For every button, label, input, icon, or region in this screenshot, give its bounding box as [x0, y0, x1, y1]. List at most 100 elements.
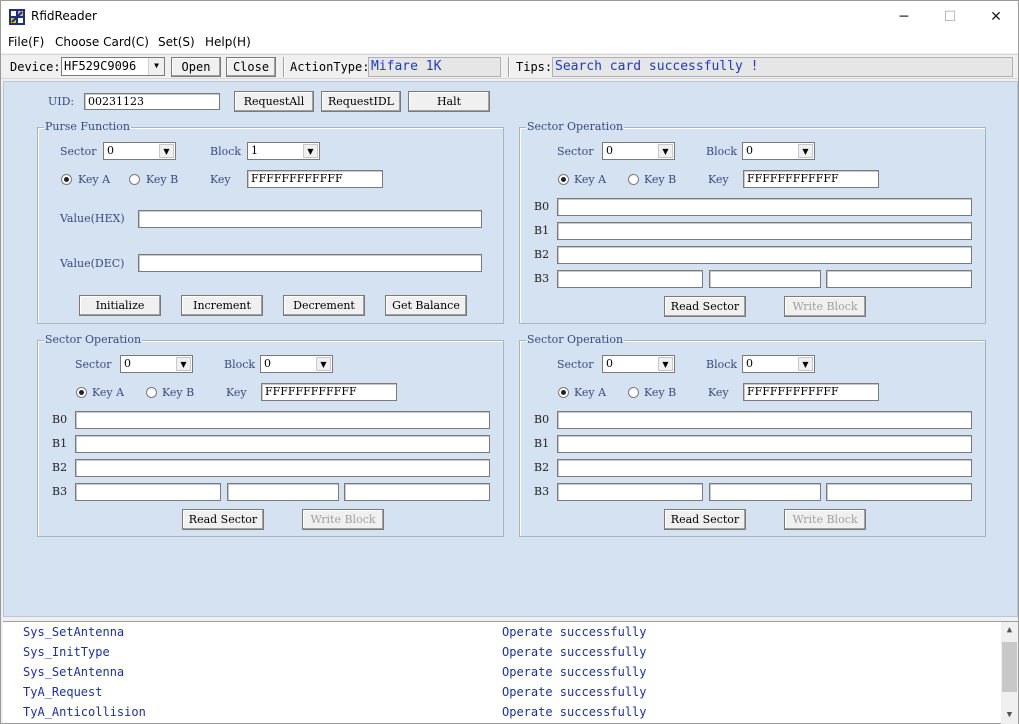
- b3-keyb-input[interactable]: [826, 483, 972, 501]
- log-status: Operate successfully: [502, 625, 647, 639]
- menu-set[interactable]: Set(S): [158, 35, 195, 49]
- block-select[interactable]: 0 ▼: [260, 355, 333, 373]
- value-hex-label: Value(HEX): [60, 212, 125, 225]
- request-idl-button[interactable]: RequestIDL: [321, 91, 401, 112]
- purse-key-label: Key: [210, 173, 231, 186]
- close-window-button[interactable]: ✕: [973, 1, 1019, 33]
- scroll-thumb[interactable]: [1002, 642, 1017, 692]
- log-scrollbar[interactable]: ▲ ▼: [1001, 622, 1018, 724]
- b3-access-input[interactable]: [227, 483, 339, 501]
- write-block-button[interactable]: Write Block: [784, 296, 866, 317]
- action-type-value: Mifare 1K: [368, 57, 501, 77]
- block-select[interactable]: 0 ▼: [742, 142, 815, 160]
- sector-value: 0: [124, 357, 131, 370]
- halt-button[interactable]: Halt: [408, 91, 490, 112]
- purse-key-a-label: Key A: [78, 173, 110, 186]
- sector-operation-group-2: Sector Operation Sector 0 ▼ Block 0 ▼ Ke…: [37, 340, 504, 537]
- purse-key-b-radio[interactable]: [129, 174, 140, 185]
- purse-sector-value: 0: [107, 144, 114, 157]
- log-function: Sys_InitType: [23, 645, 110, 659]
- key-input[interactable]: FFFFFFFFFFFF: [261, 383, 397, 401]
- block-value: 0: [746, 357, 753, 370]
- b3-access-input[interactable]: [709, 270, 821, 288]
- b2-input[interactable]: [75, 459, 490, 477]
- value-dec-input[interactable]: [138, 254, 482, 272]
- b0-input[interactable]: [557, 198, 972, 216]
- b0-label: B0: [534, 200, 549, 213]
- key-a-radio[interactable]: [558, 387, 569, 398]
- decrement-button[interactable]: Decrement: [283, 295, 365, 316]
- purse-block-select[interactable]: 1 ▼: [247, 142, 320, 160]
- key-label: Key: [708, 173, 729, 186]
- sector-label: Sector: [557, 145, 594, 158]
- b3-keyb-input[interactable]: [344, 483, 490, 501]
- b2-label: B2: [52, 461, 67, 474]
- sector-operation-title: Sector Operation: [44, 333, 142, 346]
- b1-input[interactable]: [557, 222, 972, 240]
- initialize-button[interactable]: Initialize: [79, 295, 161, 316]
- key-b-radio[interactable]: [146, 387, 157, 398]
- increment-button[interactable]: Increment: [181, 295, 263, 316]
- log-row[interactable]: Sys_InitType Operate successfully: [3, 642, 998, 662]
- close-button[interactable]: Close: [226, 57, 276, 77]
- purse-sector-select[interactable]: 0 ▼: [103, 142, 176, 160]
- write-block-button[interactable]: Write Block: [784, 509, 866, 530]
- menu-choose-card[interactable]: Choose Card(C): [55, 35, 149, 49]
- key-label: Key: [708, 386, 729, 399]
- device-select[interactable]: HF529C9096 ▼: [61, 57, 165, 76]
- purse-key-a-radio[interactable]: [61, 174, 72, 185]
- key-a-radio[interactable]: [76, 387, 87, 398]
- log-row[interactable]: Sys_SetAntenna Operate successfully: [3, 622, 998, 642]
- purse-sector-label: Sector: [60, 145, 97, 158]
- scroll-down-icon[interactable]: ▼: [1001, 707, 1018, 724]
- scroll-up-icon[interactable]: ▲: [1001, 622, 1018, 639]
- write-block-button[interactable]: Write Block: [302, 509, 384, 530]
- menu-help[interactable]: Help(H): [205, 35, 251, 49]
- key-b-label: Key B: [644, 173, 676, 186]
- get-balance-button[interactable]: Get Balance: [385, 295, 467, 316]
- log-function: TyA_Anticollision: [23, 705, 146, 719]
- purse-function-title: Purse Function: [44, 120, 131, 133]
- menu-file[interactable]: File(F): [8, 35, 44, 49]
- log-row[interactable]: Sys_SetAntenna Operate successfully: [3, 662, 998, 682]
- block-value: 0: [746, 144, 753, 157]
- dropdown-arrow-icon: ▼: [148, 58, 164, 75]
- minimize-button[interactable]: ─: [881, 1, 927, 33]
- read-sector-button[interactable]: Read Sector: [182, 509, 264, 530]
- b3-keya-input[interactable]: [557, 483, 703, 501]
- value-hex-input[interactable]: [138, 210, 482, 228]
- key-a-label: Key A: [574, 386, 606, 399]
- read-sector-button[interactable]: Read Sector: [664, 296, 746, 317]
- purse-key-b-label: Key B: [146, 173, 178, 186]
- log-status: Operate successfully: [502, 645, 647, 659]
- b1-label: B1: [52, 437, 67, 450]
- b2-input[interactable]: [557, 246, 972, 264]
- purse-key-input[interactable]: FFFFFFFFFFFF: [247, 170, 383, 188]
- sector-select[interactable]: 0 ▼: [602, 355, 675, 373]
- key-a-radio[interactable]: [558, 174, 569, 185]
- b0-input[interactable]: [557, 411, 972, 429]
- b2-input[interactable]: [557, 459, 972, 477]
- log-row[interactable]: TyA_Anticollision Operate successfully: [3, 702, 998, 722]
- b1-input[interactable]: [75, 435, 490, 453]
- uid-input[interactable]: 00231123: [84, 93, 220, 110]
- key-b-radio[interactable]: [628, 387, 639, 398]
- b3-keya-input[interactable]: [557, 270, 703, 288]
- block-select[interactable]: 0 ▼: [742, 355, 815, 373]
- b3-access-input[interactable]: [709, 483, 821, 501]
- sector-select[interactable]: 0 ▼: [602, 142, 675, 160]
- log-row[interactable]: TyA_Request Operate successfully: [3, 682, 998, 702]
- key-b-radio[interactable]: [628, 174, 639, 185]
- b1-input[interactable]: [557, 435, 972, 453]
- b3-keyb-input[interactable]: [826, 270, 972, 288]
- sector-select[interactable]: 0 ▼: [120, 355, 193, 373]
- maximize-button[interactable]: ☐: [927, 1, 973, 33]
- open-button[interactable]: Open: [171, 57, 221, 77]
- key-input[interactable]: FFFFFFFFFFFF: [743, 170, 879, 188]
- request-all-button[interactable]: RequestAll: [234, 91, 314, 112]
- b0-input[interactable]: [75, 411, 490, 429]
- operation-log[interactable]: Sys_SetAntenna Operate successfully Sys_…: [3, 621, 1018, 723]
- read-sector-button[interactable]: Read Sector: [664, 509, 746, 530]
- b3-keya-input[interactable]: [75, 483, 221, 501]
- key-input[interactable]: FFFFFFFFFFFF: [743, 383, 879, 401]
